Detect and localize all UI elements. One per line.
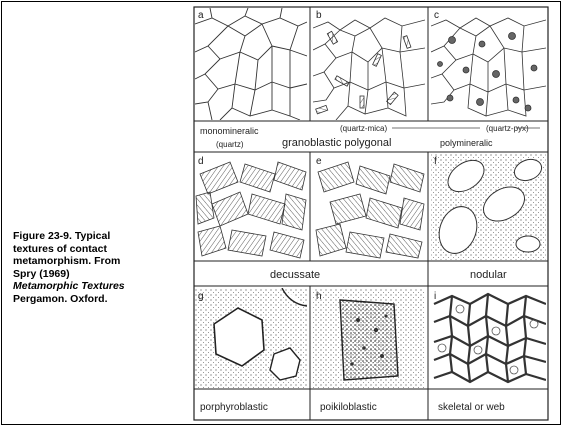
caption-line-6: Pergamon. Oxford. (13, 293, 173, 306)
panel-b-label: b (316, 10, 322, 21)
quartz-label: (quartz) (216, 140, 244, 149)
decussate-label: decussate (270, 269, 320, 281)
panel-h-label: h (316, 291, 322, 302)
panel-f-image (431, 154, 546, 260)
panel-i-image (431, 288, 546, 388)
panel-f-label: f (434, 156, 437, 167)
panel-e-image (316, 162, 424, 258)
figure-caption: Figure 23-9. Typical textures of contact… (13, 230, 173, 305)
caption-book-title: Metamorphic Textures (13, 280, 173, 293)
quartz-pyx-label: (quartz-pyx) (486, 124, 529, 133)
monomineralic-label: monomineralic (200, 126, 259, 136)
panel-d-label: d (198, 156, 204, 167)
porphyroblastic-label: porphyroblastic (200, 402, 268, 413)
panel-g-label: g (198, 291, 204, 302)
skeletal-or-web-label: skeletal or web (438, 402, 505, 413)
panel-i-label: i (434, 291, 436, 302)
panel-e-label: e (316, 156, 322, 167)
polymineralic-label: polymineralic (440, 138, 493, 148)
panel-h-image (313, 288, 425, 388)
panel-d-image (195, 154, 307, 260)
texture-figure: a b c monomineralic (quartz) (190, 4, 554, 424)
panel-a-image (195, 8, 307, 120)
quartz-mica-label: (quartz-mica) (340, 124, 387, 133)
caption-line-3: metamorphism. From (13, 255, 173, 268)
panel-b-image (313, 18, 425, 120)
caption-line-2: textures of contact (13, 243, 173, 256)
caption-line-4: Spry (1969) (13, 268, 173, 281)
panel-g-image (195, 288, 307, 388)
panel-c-label: c (434, 10, 439, 21)
granoblastic-polygonal-label: granoblastic polygonal (282, 137, 391, 149)
panel-c-image (431, 18, 546, 116)
nodular-label: nodular (470, 269, 507, 281)
panel-a-label: a (198, 10, 204, 21)
caption-line-1: Figure 23-9. Typical (13, 230, 173, 243)
poikiloblastic-label: poikiloblastic (320, 402, 377, 413)
